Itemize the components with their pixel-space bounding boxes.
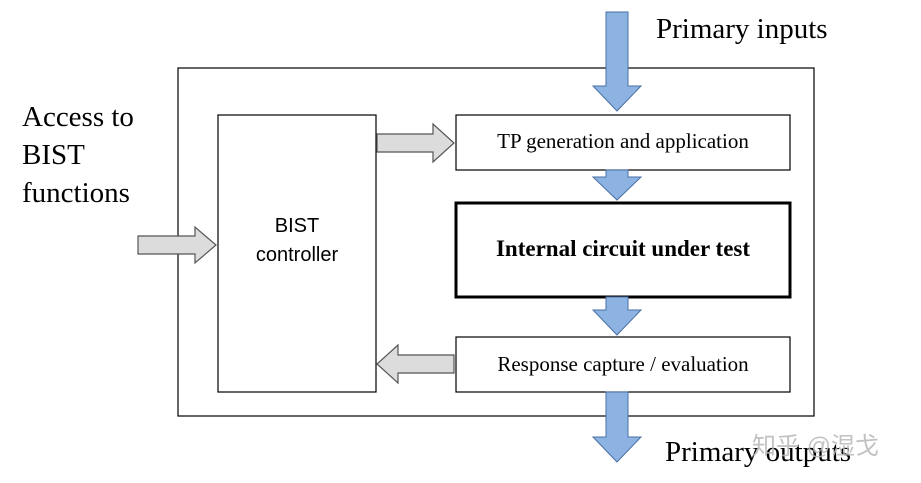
response-capture-label: Response capture / evaluation (497, 352, 749, 376)
response-to-controller-arrow (376, 343, 455, 385)
access-label-line3: functions (22, 177, 130, 209)
primary-input-arrow (591, 11, 643, 112)
cut-to-response-arrow (591, 296, 643, 336)
tp-generation-box (455, 114, 791, 171)
primary-inputs-label: Primary inputs (656, 13, 828, 45)
controller-to-tp-arrow (376, 122, 455, 164)
bist-controller-label-line2: controller (256, 244, 339, 266)
primary-output-arrow (591, 391, 643, 463)
watermark: 知乎 @湿戈 (752, 433, 879, 460)
access-arrow (137, 225, 217, 265)
bist-controller-box (217, 114, 377, 393)
circuit-under-test-box (454, 201, 792, 299)
circuit-under-test-label: Internal circuit under test (496, 236, 750, 261)
bist-controller-label-line1: BIST (275, 215, 319, 237)
tp-to-cut-arrow (591, 169, 643, 201)
tp-generation-label: TP generation and application (497, 129, 749, 153)
access-label-line1: Access to (22, 101, 134, 133)
primary-outputs-label: Primary outputs (665, 436, 851, 468)
access-label-line2: BIST (22, 139, 85, 171)
response-capture-box (455, 336, 791, 393)
